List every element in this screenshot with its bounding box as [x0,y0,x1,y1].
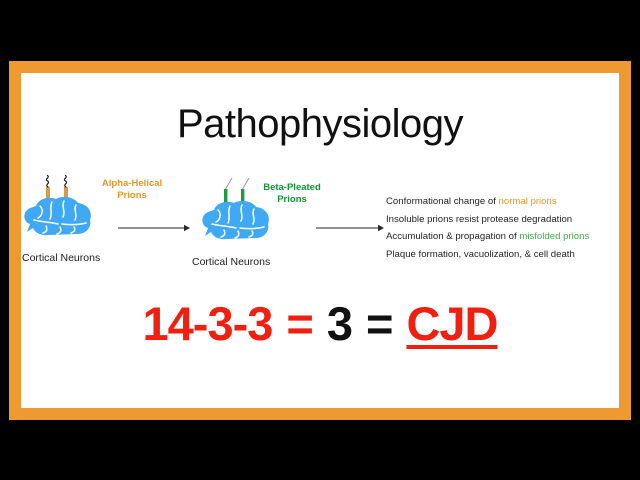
right-arrow-icon-one [118,224,190,232]
brain-icon [24,196,91,236]
letterbox-bottom [0,420,640,480]
slide-canvas [21,73,619,408]
diagram-stage-one: Alpha-Helical Prions Cortical Neurons [18,174,162,264]
pathway-list: Conformational change of normal prions I… [386,193,618,263]
pathway-line: Conformational change of normal prions [386,193,618,211]
letterbox-top [0,0,640,61]
prion-label-two: Beta-Pleated Prions [244,182,340,206]
alpha-helical-prion-icon [45,174,68,204]
neuron-caption-two: Cortical Neurons [192,256,271,268]
pathway-line-plain: Accumulation & propagation of [386,231,520,243]
beta-pleated-prion-icon [224,178,250,208]
pathway-line: Accumulation & propagation of misfolded … [386,228,618,246]
pathway-line: Insoluble prions resist protease degrada… [386,211,618,229]
brain-art-one [18,174,96,246]
pathway-line-plain: Insoluble prions resist protease degrada… [386,213,573,225]
equation-term-two: 3 [326,297,353,350]
neuron-caption-one: Cortical Neurons [22,252,101,264]
diagram-stage-two: Beta-Pleated Prions Cortical Neurons [186,178,321,268]
prion-label-one: Alpha-Helical Prions [84,178,180,202]
pathway-line: Plaque formation, vacuolization, & cell … [386,246,618,264]
equation-term-three: CJD [406,297,498,350]
right-arrow-icon-two [316,224,384,232]
equation-line: 14-3-3=3=CJD [0,300,640,347]
equation-operator-one: = [286,297,313,350]
equation-term-one: 14-3-3 [142,297,274,350]
pathway-line-highlight: misfolded prions [519,231,590,243]
prion-label-two-line2: Prions [277,194,307,205]
brain-icon [202,200,269,240]
pathway-line-plain: Plaque formation, vacuolization, & cell … [386,248,575,260]
pathway-line-highlight: normal prions [498,196,557,207]
prion-label-one-line1: Alpha-Helical [101,178,163,189]
prion-label-two-line1: Beta-Pleated [263,182,321,193]
pathway-line-plain: Conformational change of [386,196,499,207]
equation-operator-two: = [365,297,393,350]
prion-label-one-line2: Prions [117,190,147,201]
brain-art-two [196,178,274,250]
page-title: Pathophysiology [176,102,464,146]
